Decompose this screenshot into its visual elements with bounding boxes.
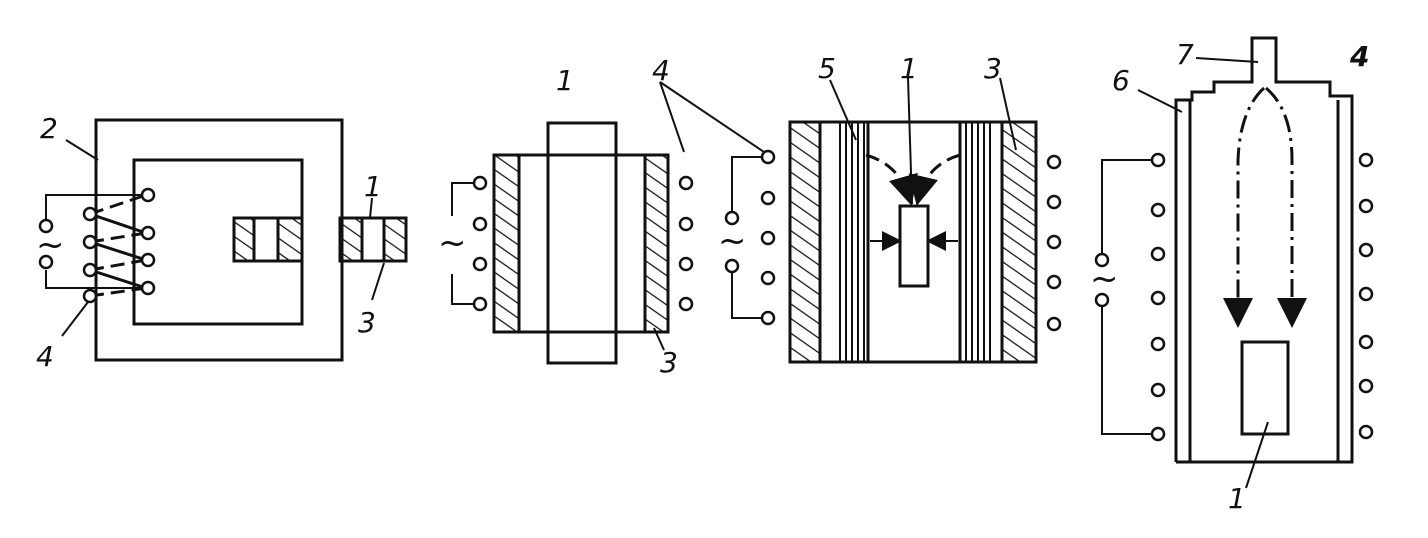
panel-b-through-heater: ~ 1 4 3 xyxy=(438,54,765,379)
left-coil xyxy=(1150,152,1166,442)
ac-source-symbol: ~ xyxy=(718,221,747,261)
label-1: 1 xyxy=(556,64,574,97)
workpiece-outer-right xyxy=(382,216,408,263)
label-1: 1 xyxy=(900,52,918,85)
label-3: 3 xyxy=(984,52,1002,85)
right-refractory xyxy=(1000,120,1038,364)
label-6: 6 xyxy=(1112,64,1130,97)
label-1: 1 xyxy=(1228,482,1246,515)
label-7: 7 xyxy=(1176,38,1194,71)
workpiece-outer-mid xyxy=(360,216,386,263)
workpiece xyxy=(1240,340,1290,436)
panel-d-vacuum-furnace: ~ 7 6 4 1 xyxy=(1090,36,1374,515)
workpiece-bar xyxy=(546,121,618,365)
right-coil xyxy=(1358,152,1374,440)
right-baffle-lines xyxy=(958,122,991,362)
label-1: 1 xyxy=(364,170,382,203)
ac-source-symbol: ~ xyxy=(36,225,65,265)
label-4: 4 xyxy=(36,340,54,373)
label-3: 3 xyxy=(358,306,376,339)
workpiece-inner-right xyxy=(276,216,304,263)
chamber-outline xyxy=(788,120,1038,364)
label-3: 3 xyxy=(660,346,678,379)
workpiece-inner-left xyxy=(232,216,256,263)
label-4: 4 xyxy=(1349,40,1369,73)
label-2: 2 xyxy=(40,112,58,145)
label-4: 4 xyxy=(652,54,670,87)
label-5: 5 xyxy=(818,52,836,85)
workpiece-inner-mid xyxy=(252,216,280,263)
primary-winding xyxy=(82,187,156,304)
panel-c-gas-quench-heater: ~ 5 1 3 xyxy=(718,52,1062,364)
ac-source-symbol: ~ xyxy=(438,223,467,263)
left-refractory xyxy=(788,120,822,364)
ac-source-symbol: ~ xyxy=(1090,259,1119,299)
workpiece xyxy=(898,204,930,288)
vessel-outline xyxy=(1174,36,1354,464)
workpiece-outer-left xyxy=(338,216,364,263)
panel-a-transformer-heater: ~ 2 1 3 4 xyxy=(36,112,408,373)
right-refractory xyxy=(643,153,670,334)
left-refractory xyxy=(492,153,521,334)
left-baffle-lines xyxy=(839,122,870,362)
